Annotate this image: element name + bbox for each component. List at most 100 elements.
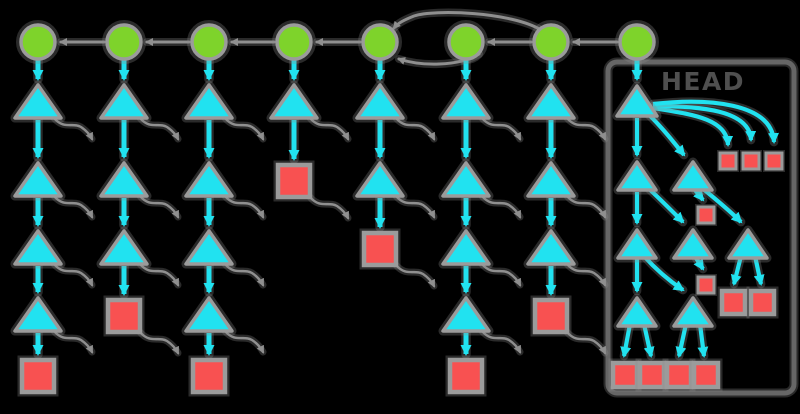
blob-node [664, 360, 694, 390]
shared-ref-arrow [138, 194, 180, 219]
blob-node [19, 357, 57, 395]
tree-edge [675, 323, 689, 358]
commit-node [447, 23, 485, 61]
tree-node [526, 161, 576, 198]
tree-edge [693, 256, 705, 271]
blob-node [696, 275, 716, 295]
shared-ref-arrow [480, 194, 522, 219]
shared-ref-arrow [308, 195, 350, 220]
shared-ref-arrow [565, 116, 607, 141]
commit-node [105, 23, 143, 61]
tree-node [99, 83, 149, 120]
blob-node [190, 357, 228, 395]
blob-node [105, 297, 143, 335]
blob-node [275, 162, 313, 200]
shared-ref-arrow [565, 194, 607, 219]
shared-ref-arrow [223, 329, 265, 354]
tree-node [672, 160, 714, 192]
commit-node [532, 23, 570, 61]
tree-node [184, 161, 234, 198]
tree-node [672, 296, 714, 328]
tree-node [99, 161, 149, 198]
shared-ref-arrow [138, 330, 180, 355]
tree-node [441, 161, 491, 198]
blob-node [748, 288, 777, 317]
tree-node [727, 228, 769, 260]
tree-node [13, 229, 63, 266]
tree-node [441, 296, 491, 333]
head-label: HEAD [661, 67, 745, 96]
tree-node [526, 83, 576, 120]
blob-node [532, 297, 570, 335]
commit-node [190, 23, 228, 61]
blob-node [610, 360, 640, 390]
shared-ref-arrow [480, 329, 522, 354]
tree-node [616, 228, 658, 260]
shared-ref-arrow [565, 262, 607, 287]
cyan-edges [32, 55, 780, 361]
blob-node [361, 230, 399, 268]
tree-edge [752, 255, 765, 286]
tree-node [441, 229, 491, 266]
blob-node [764, 151, 784, 171]
commit-node [19, 23, 57, 61]
shared-ref-arrow [480, 116, 522, 141]
commit-node [275, 23, 313, 61]
commit-node-fuzz [529, 20, 573, 64]
commit-node-fuzz [187, 20, 231, 64]
tree-edge [697, 323, 709, 358]
commit-node [618, 23, 656, 61]
tree-edge [620, 323, 633, 358]
shared-ref-arrow [223, 194, 265, 219]
blob-node [718, 151, 738, 171]
commit-node-fuzz [358, 20, 402, 64]
tree-node [184, 296, 234, 333]
shared-ref-arrow [394, 194, 436, 219]
shared-ref-arrow [565, 330, 607, 355]
commit-node-fuzz [272, 20, 316, 64]
shared-ref-arrow [52, 194, 94, 219]
tree-node [616, 296, 658, 328]
blob-node [696, 205, 716, 225]
shared-ref-arrow [394, 116, 436, 141]
tree-node [526, 229, 576, 266]
nodes [10, 20, 785, 397]
blob-node [719, 288, 748, 317]
tree-node [355, 83, 405, 120]
tree-node [13, 296, 63, 333]
tree-node [672, 228, 714, 260]
shared-ref-arrow [52, 262, 94, 287]
commit-node [361, 23, 399, 61]
blob-node [637, 360, 667, 390]
head-box [605, 59, 797, 396]
shared-ref-arrow [138, 116, 180, 141]
tree-node [13, 161, 63, 198]
blob-node [741, 151, 761, 171]
tree-node [184, 229, 234, 266]
blob-node [447, 357, 485, 395]
commit-node-fuzz [615, 20, 659, 64]
head-box-group [603, 57, 799, 398]
commit-node-fuzz [102, 20, 146, 64]
tree-node [13, 83, 63, 120]
shared-ref-arrow [223, 116, 265, 141]
shared-ref-arrow-fuzz [306, 193, 352, 222]
commit-parent-edge [392, 11, 543, 32]
tree-edge [652, 105, 734, 147]
commit-node-fuzz [444, 20, 488, 64]
gray-edges [50, 8, 621, 357]
shared-ref-arrow [480, 262, 522, 287]
tree-edge [641, 323, 655, 358]
shared-ref-arrow-fuzz [136, 328, 182, 357]
tree-edge [652, 99, 780, 144]
shared-ref-arrow [223, 262, 265, 287]
commit-node-fuzz [16, 20, 60, 64]
shared-ref-arrow [308, 116, 350, 141]
shared-ref-arrow [52, 116, 94, 141]
shared-ref-arrow-fuzz [563, 328, 609, 357]
tree-node [615, 84, 659, 118]
tree-node [269, 83, 319, 120]
blob-node [691, 360, 721, 390]
tree-edge [730, 255, 744, 286]
